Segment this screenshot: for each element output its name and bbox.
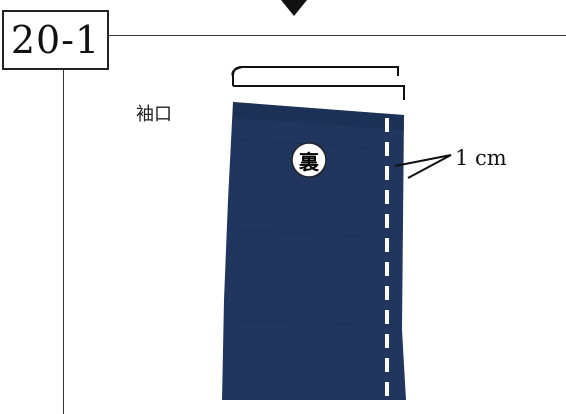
reverse-side-badge [291,142,327,178]
seam-allowance-label: 1 cm [455,146,507,170]
bracket-icon [231,66,405,100]
pointer-line-lower [407,154,452,179]
step-number-box: 20-1 [2,10,109,70]
reverse-side-label: 裏 [299,149,319,174]
fabric-panel [222,102,406,400]
step-number: 20-1 [10,18,101,62]
side-rule [63,70,64,414]
down-arrow-icon [281,0,307,16]
fabric-shading [233,102,404,130]
pointer-line-upper [394,154,452,167]
cuff-label: 袖口 [136,104,172,125]
header-rule [109,35,566,36]
